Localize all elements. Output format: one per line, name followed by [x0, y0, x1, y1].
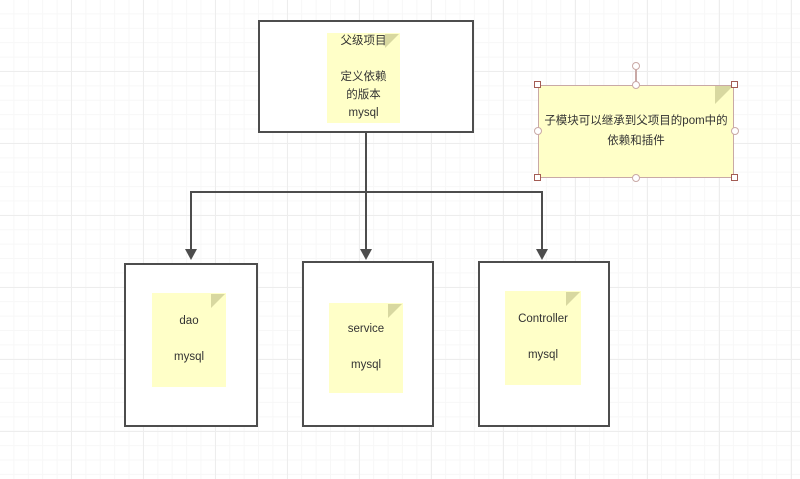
resize-handle-bottom-right[interactable] [731, 174, 738, 181]
connector-drop-controller [541, 191, 543, 249]
note-fold-corner-icon [566, 292, 580, 306]
dao-module-note[interactable]: dao mysql [152, 293, 226, 387]
resize-handle-top-center[interactable] [632, 81, 640, 89]
resize-handle-bottom-left[interactable] [534, 174, 541, 181]
rotate-handle[interactable] [632, 62, 640, 70]
resize-handle-top-right[interactable] [731, 81, 738, 88]
note-fold-corner-icon [388, 304, 402, 318]
resize-handle-middle-left[interactable] [534, 127, 542, 135]
note-fold-corner-icon [385, 34, 399, 48]
controller-note-text: Controller mysql [518, 313, 568, 361]
resize-handle-bottom-center[interactable] [632, 174, 640, 182]
note-fold-corner-icon [715, 86, 733, 104]
arrowhead-service [360, 249, 372, 260]
dao-note-text: dao mysql [173, 315, 205, 363]
arrowhead-dao [185, 249, 197, 260]
connector-drop-dao [190, 191, 192, 249]
connector-drop-service [365, 191, 367, 249]
service-module-note[interactable]: service mysql [329, 303, 403, 393]
service-module-box[interactable] [302, 261, 434, 427]
controller-module-note[interactable]: Controller mysql [505, 291, 581, 385]
resize-handle-top-left[interactable] [534, 81, 541, 88]
rotate-handle-stem [635, 66, 637, 85]
parent-note-text: 父级项目 定义依赖 的版本 mysql [340, 35, 387, 119]
service-note-text: service mysql [347, 323, 385, 371]
annotation-note-text: 子模块可以继承到父项目的pom中的依赖和插件 [544, 114, 728, 147]
resize-handle-middle-right[interactable] [731, 127, 739, 135]
inheritance-annotation-note[interactable]: 子模块可以继承到父项目的pom中的依赖和插件 [538, 85, 734, 178]
connector-parent-stem [365, 132, 367, 192]
note-fold-corner-icon [211, 294, 225, 308]
arrowhead-controller [536, 249, 548, 260]
parent-module-note[interactable]: 父级项目 定义依赖 的版本 mysql [327, 33, 400, 123]
